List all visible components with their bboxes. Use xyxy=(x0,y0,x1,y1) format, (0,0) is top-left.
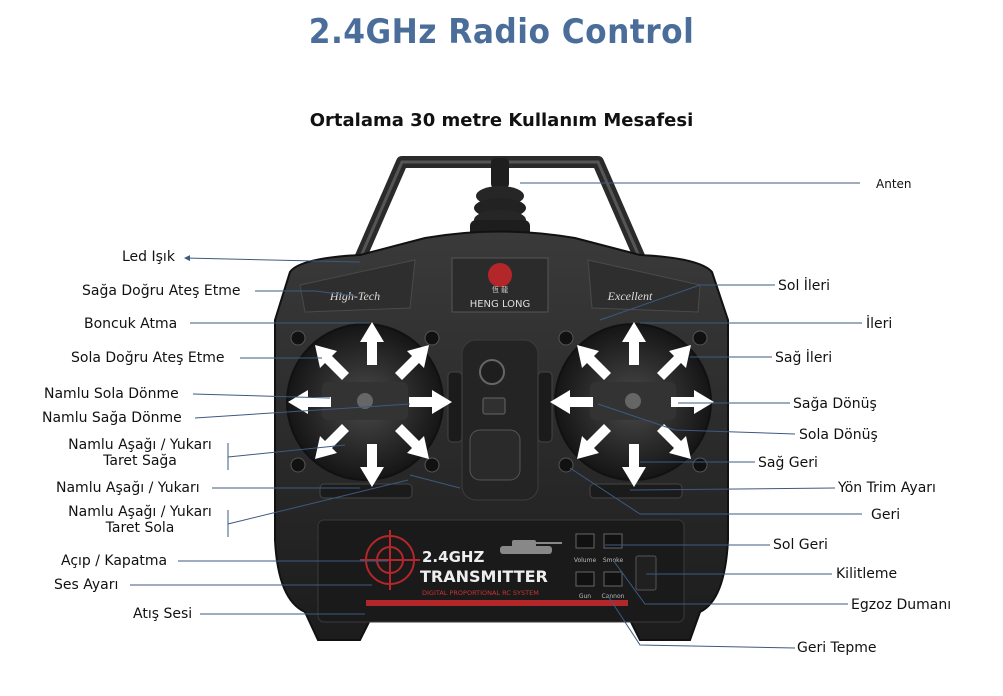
page-subtitle: Ortalama 30 metre Kullanım Mesafesi xyxy=(309,110,694,131)
right-stick-arrows xyxy=(550,322,714,487)
label-line: Namlu Aşağı / Yukarı xyxy=(68,504,212,520)
label-turn-right: Sağa Dönüş xyxy=(793,396,877,412)
label-lock: Kilitleme xyxy=(836,566,898,582)
antenna xyxy=(470,158,530,240)
label-line: Taret Sola xyxy=(105,520,175,536)
brand-center-cn-text: 恆 龍 xyxy=(492,285,508,294)
leader-lines-left xyxy=(130,255,411,615)
panel-line2-text: TRANSMITTER xyxy=(420,567,548,586)
label-line: Namlu Aşağı / Yukarı xyxy=(68,437,212,453)
label-antenna: Anten xyxy=(876,177,912,191)
center-grip xyxy=(469,429,521,481)
cannon-button xyxy=(603,571,623,587)
panel-line1-text: 2.4GHZ xyxy=(422,548,484,566)
center-button xyxy=(479,359,505,385)
gun-text: Gun xyxy=(579,593,591,600)
left-stick-arrows xyxy=(288,322,452,487)
label-turn-left: Sola Dönüş xyxy=(799,427,878,443)
label-fire-left: Sola Doğru Ateş Etme xyxy=(71,350,225,366)
label-barrel-ud: Namlu Aşağı / Yukarı xyxy=(56,480,200,496)
crosshair-logo xyxy=(360,530,420,590)
label-back: Geri xyxy=(871,507,901,523)
label-right-fwd: Sağ İleri xyxy=(775,350,833,366)
label-sound-set: Ses Ayarı xyxy=(54,577,119,593)
volume-button xyxy=(575,533,595,549)
leader-lines-right xyxy=(409,182,862,649)
label-line: Taret Sağa xyxy=(103,453,177,469)
smoke-button xyxy=(603,533,623,549)
brand-center-text: HENG LONG xyxy=(470,299,531,310)
page-title: 2.4GHz Radio Control xyxy=(308,12,695,52)
cannon-text: Cannon xyxy=(602,593,625,600)
label-fire-right: Sağa Doğru Ateş Etme xyxy=(82,283,241,299)
label-onoff: Açıp / Kapatma xyxy=(61,553,168,569)
dragon-logo-icon xyxy=(488,263,512,287)
label-left-back: Sol Geri xyxy=(773,537,828,553)
label-bead: Boncuk Atma xyxy=(84,316,178,332)
panel-line3-text: DIGITAL PROPORTIONAL RC SYSTEM xyxy=(422,589,539,597)
label-trim: Yön Trim Ayarı xyxy=(838,480,936,496)
label-smoke: Egzoz Dumanı xyxy=(851,597,952,613)
label-recoil: Geri Tepme xyxy=(797,640,877,656)
label-led: Led Işık xyxy=(122,249,175,265)
label-left-fwd: Sol İleri xyxy=(778,278,831,294)
volume-text: Volume xyxy=(574,557,597,564)
label-barrel-ud-turret-left: Namlu Aşağı / Yukarı Taret Sola xyxy=(60,504,220,536)
center-switch xyxy=(482,397,506,415)
label-barrel-right: Namlu Sağa Dönme xyxy=(42,410,182,426)
label-right-back: Sağ Geri xyxy=(758,455,818,471)
gun-button xyxy=(575,571,595,587)
label-shot-sound: Atış Sesi xyxy=(133,606,193,622)
tank-icon xyxy=(500,540,562,554)
label-fwd: İleri xyxy=(866,316,893,332)
label-barrel-ud-turret-right: Namlu Aşağı / Yukarı Taret Sağa xyxy=(60,437,220,469)
label-barrel-left: Namlu Sola Dönme xyxy=(44,386,179,402)
brand-right-text: Excellent xyxy=(607,289,653,303)
